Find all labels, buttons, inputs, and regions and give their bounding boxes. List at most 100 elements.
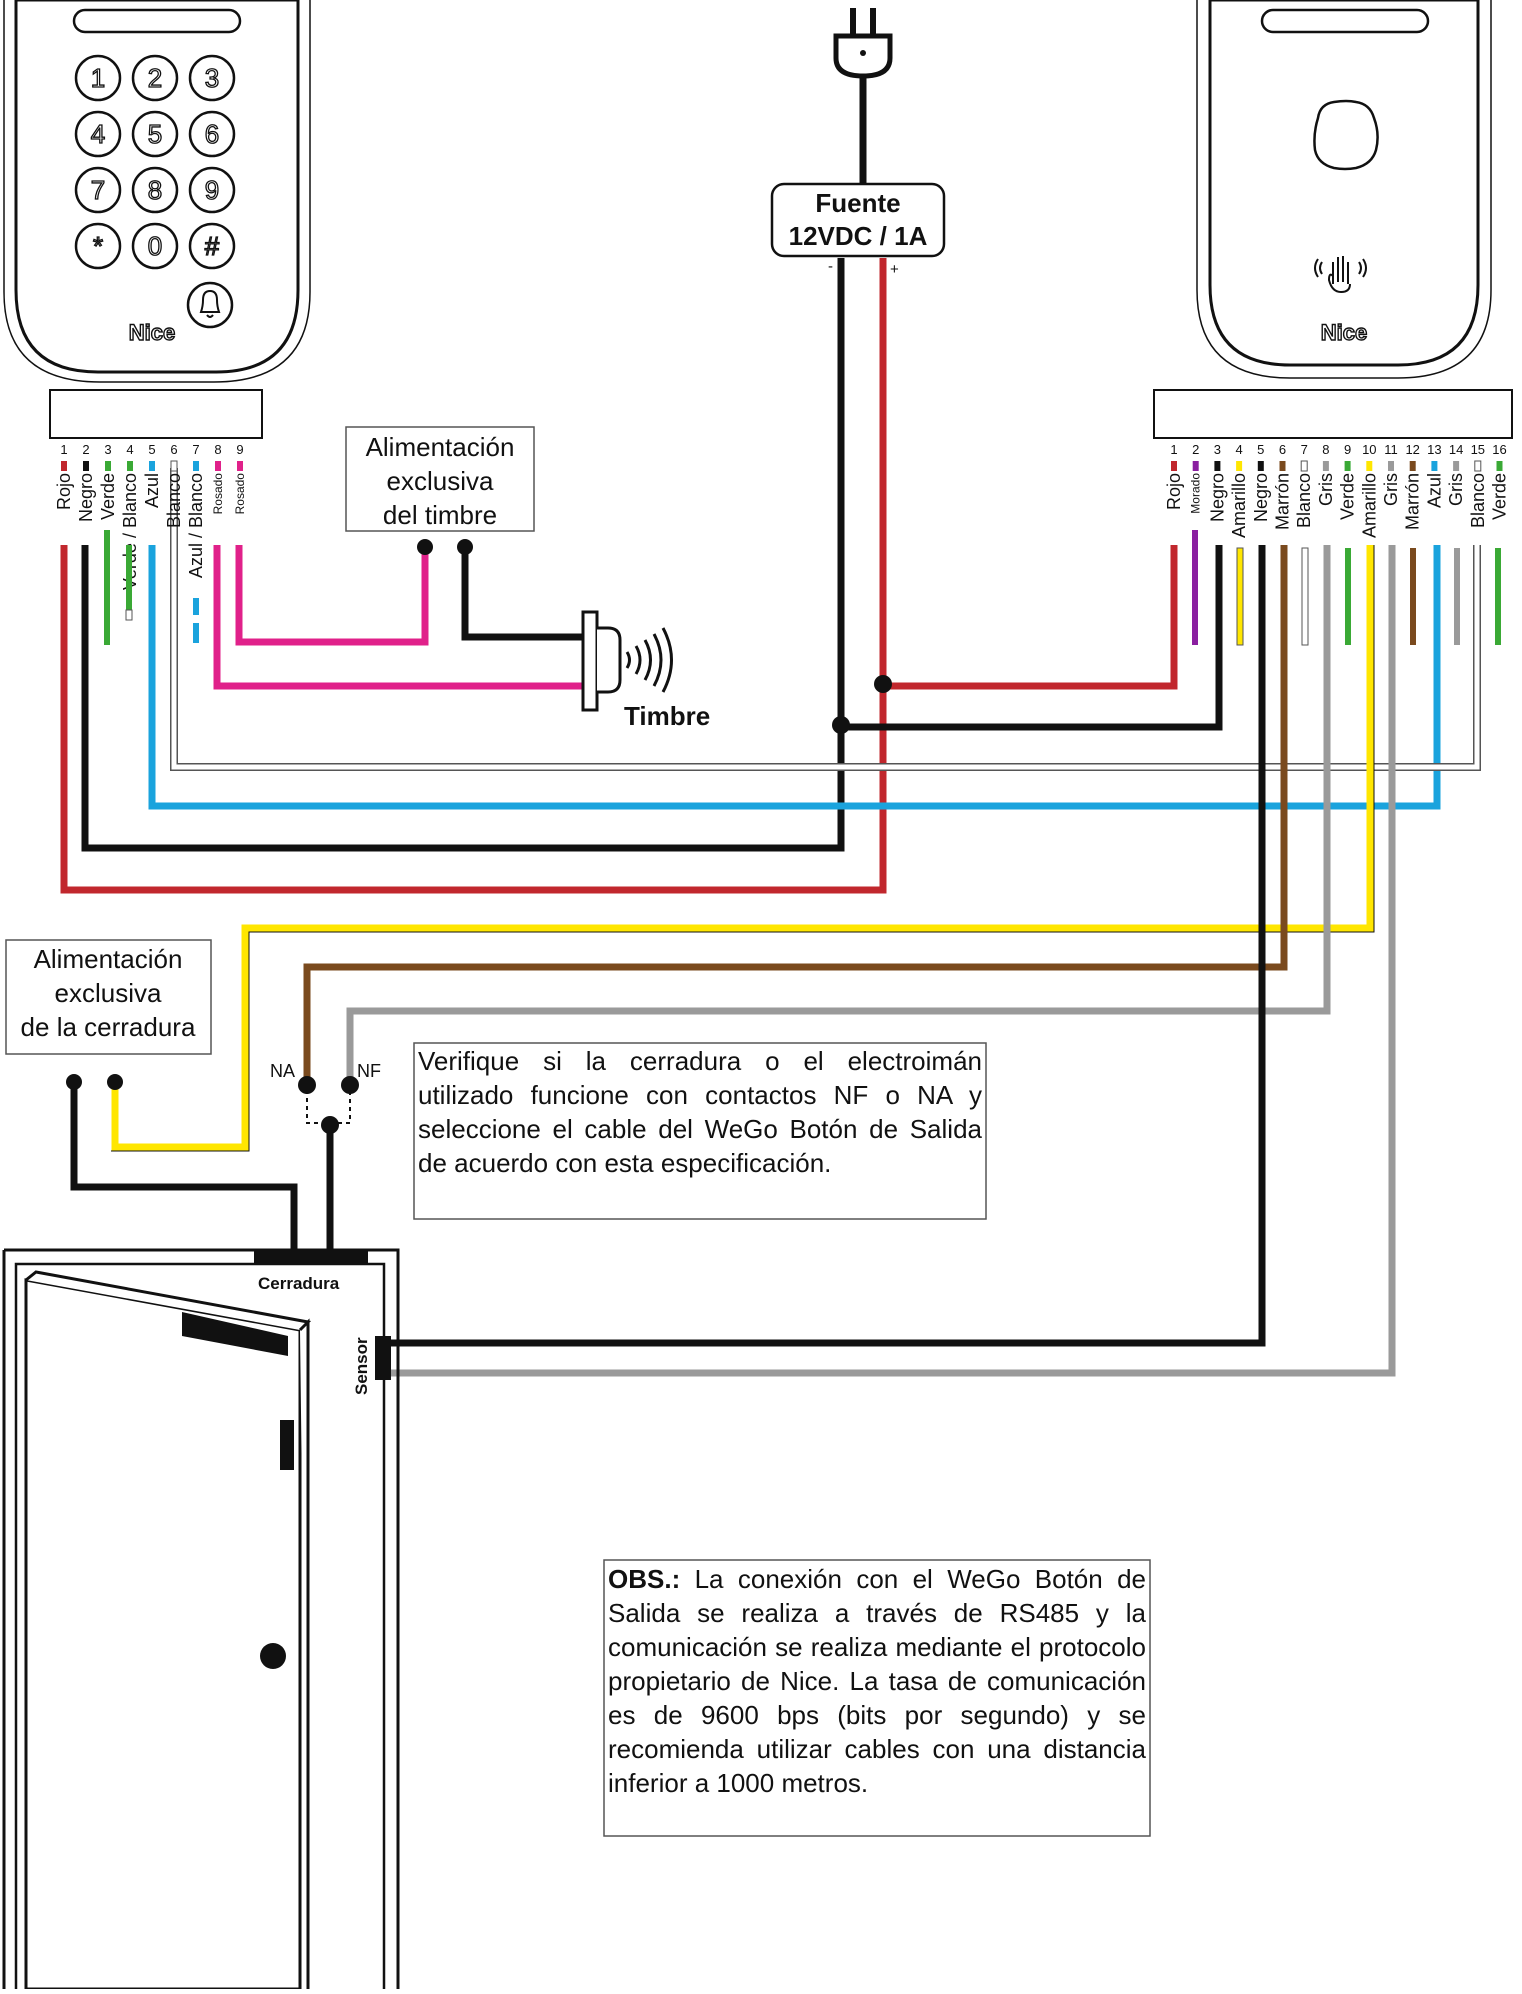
lock-power-frame [5,939,212,1055]
plug-prongs-right [870,8,876,36]
wire-exit-negro [841,545,1223,731]
obs-prefix: OBS.: [608,1564,681,1594]
keypad-wire-stripe [125,609,133,621]
keypad-key-label: * [93,231,103,261]
exit-button-pin-number: 9 [1344,442,1351,457]
keypad-key-label: 2 [148,63,162,93]
exit-button-pin-number: 5 [1257,442,1264,457]
keypad-pin-number: 9 [236,442,243,457]
junction-positive [874,675,892,693]
exit-button-pin-number: 15 [1471,442,1485,457]
exit-button-wire-stub [1192,530,1198,645]
exit-button-wire-label: Verde [1490,473,1510,520]
keypad-key-label: 7 [91,175,105,205]
na-nf-selector [306,1082,351,1124]
psu-rating: 12VDC / 1A [789,221,928,251]
keypad-wire-label: Azul [142,473,162,508]
keypad-key-label: # [205,231,220,261]
exit-button-wire-label: Azul [1424,473,1444,508]
exit-button-pin-number: 2 [1192,442,1199,457]
psu-plus: + [890,261,899,278]
exit-button-pin-number: 11 [1384,442,1398,457]
keypad-pin-color [170,460,178,472]
power-supply: Fuente 12VDC / 1A - + [770,8,946,278]
exit-button-pin-color [1474,460,1482,472]
keypad-key-label: 0 [148,231,162,261]
exit-button-wire-stub [1454,548,1460,645]
wire-rosado-2 [235,545,429,646]
keypad-wire-label: Rojo [54,473,74,510]
keypad-key-label: 8 [148,175,162,205]
door-frame-outer [4,1248,400,1989]
exit-button-pin-color [1236,461,1243,471]
exit-button-pin-number: 16 [1492,442,1506,457]
na-label: NA [270,1061,295,1081]
keypad-pin-color [105,461,111,471]
keypad-slot [72,8,242,34]
bell-power-line1: Alimentación [366,432,515,462]
keypad-wire-label: Blanco [164,473,184,528]
obs-note: OBS.: La conexión con el WeGo Botón de S… [608,1562,1146,1800]
keypad-pin-number: 4 [126,442,133,457]
obs-text: La conexión con el WeGo Botón de Salida … [608,1564,1146,1798]
verify-note-frame [413,1042,987,1220]
bell-power-box: Alimentación exclusiva del timbre [345,426,535,532]
exit-button-pin-number: 4 [1235,442,1242,457]
obs-note-frame [603,1559,1151,1837]
exit-button-wire-stub [1345,548,1351,645]
keypad-key-label: 1 [91,63,105,93]
keypad-pin-number: 8 [214,442,221,457]
exit-button-wire-label: Marrón [1403,473,1423,530]
exit-button-pin-number: 3 [1214,442,1221,457]
keypad-pin-color [149,461,155,471]
keypad-wire-stub [104,530,110,645]
keypad-key [74,54,122,102]
exit-button-pin-color [1453,461,1460,471]
exit-button-pin-color [1257,461,1264,471]
keypad-connector [49,389,263,439]
exit-button-touch-area [1313,99,1379,171]
exit-button-pin-number: 13 [1427,442,1441,457]
keypad-bell-key [186,281,234,329]
exit-button-pin-color [1300,460,1308,472]
keypad-wire-label: Verde / Blanco [120,473,140,590]
exit-button-wire-label: Negro [1207,473,1227,522]
exit-button-pin-number: 10 [1362,442,1376,457]
keypad-key [131,166,179,214]
bell-power-terminal-1 [417,539,433,555]
exit-button-pin-color [1322,461,1329,471]
keypad-key-label: 5 [148,119,162,149]
sensor-block [375,1336,391,1380]
exit-button-brand: Nice [1321,320,1367,345]
touch-hand-icon [1314,256,1367,294]
exit-button-pin-color [1366,461,1373,471]
door-leaf-edge [25,1270,312,1989]
doorbell-label: Timbre [624,701,710,731]
exit-button-inner-edge [1196,0,1492,379]
exit-button-wire-label: Blanco [1294,473,1314,528]
common-terminal [321,1116,339,1134]
exit-button-body [1208,0,1480,367]
keypad-key [131,110,179,158]
nf-label: NF [357,1061,381,1081]
exit-button-pin-number: 12 [1405,442,1419,457]
keypad-key [74,222,122,270]
exit-button-wire-stub [1236,547,1244,646]
wire-blanco-link [171,468,1480,770]
door-leaf [24,1278,302,1991]
door-sensor-magnet [280,1420,294,1470]
na-terminal [298,1076,316,1094]
keypad-key-label: 9 [205,175,219,205]
psu-title: Fuente [815,188,900,218]
lock-label: Cerradura [258,1274,340,1293]
doorbell-base [581,610,599,712]
keypad-key-label: 6 [205,119,219,149]
lock-power-line2: exclusiva [55,978,162,1008]
exit-button-pin-number: 14 [1449,442,1463,457]
plug-prongs-left [850,8,856,36]
keypad-pin-number: 5 [148,442,155,457]
